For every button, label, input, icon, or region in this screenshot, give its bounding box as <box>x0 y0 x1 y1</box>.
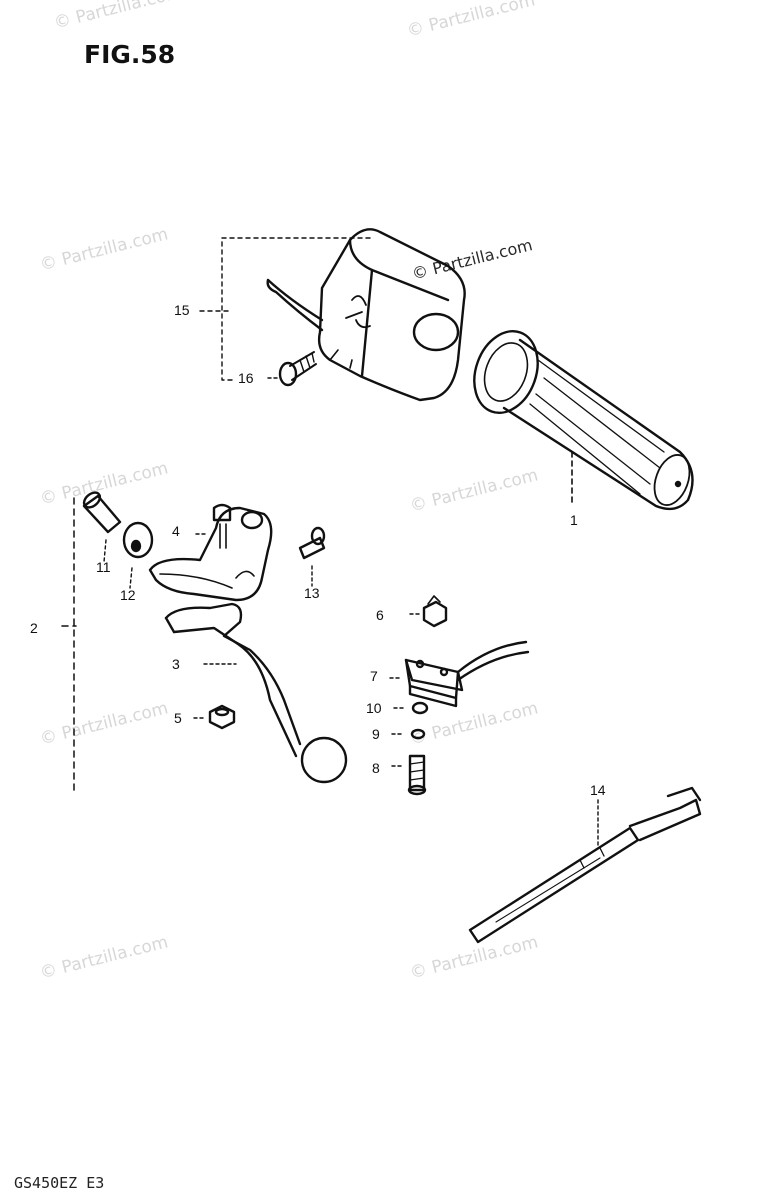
callout-3: 3 <box>172 656 180 672</box>
nut-5 <box>193 704 236 730</box>
screw-16 <box>267 351 317 387</box>
grip-1 <box>473 330 694 511</box>
bracket-15-16 <box>199 237 371 381</box>
callout-10: 10 <box>366 700 382 716</box>
callout-7: 7 <box>370 668 378 684</box>
switch-housing-15 <box>266 228 466 402</box>
callout-14: 14 <box>590 782 606 798</box>
callout-12: 12 <box>120 587 136 603</box>
callout-2: 2 <box>30 620 38 636</box>
bracket-2 <box>61 497 77 791</box>
callout-9: 9 <box>372 726 380 742</box>
brake-lever-3 <box>164 602 348 784</box>
callout-13: 13 <box>304 585 320 601</box>
model-code: GS450EZ E3 <box>14 1174 105 1192</box>
figure-title: FIG.58 <box>84 40 176 69</box>
screw-13 <box>298 526 326 587</box>
callout-1: 1 <box>570 512 578 528</box>
callout-4: 4 <box>172 523 180 539</box>
callout-11: 11 <box>96 559 111 575</box>
callout-16: 16 <box>238 370 254 386</box>
callout-8: 8 <box>372 760 380 776</box>
spring-washer-9 <box>391 728 426 740</box>
callout-6: 6 <box>376 607 384 623</box>
bolt-11 <box>82 491 122 563</box>
switch-7 <box>389 640 530 708</box>
callout-15: 15 <box>174 302 190 318</box>
washer-10 <box>393 701 429 715</box>
callout-5: 5 <box>174 710 182 726</box>
nut-6 <box>409 595 448 628</box>
screw-8 <box>391 754 427 796</box>
lever-holder-4 <box>148 503 273 602</box>
cable-tie-14 <box>468 786 702 944</box>
washer-12 <box>122 521 154 589</box>
